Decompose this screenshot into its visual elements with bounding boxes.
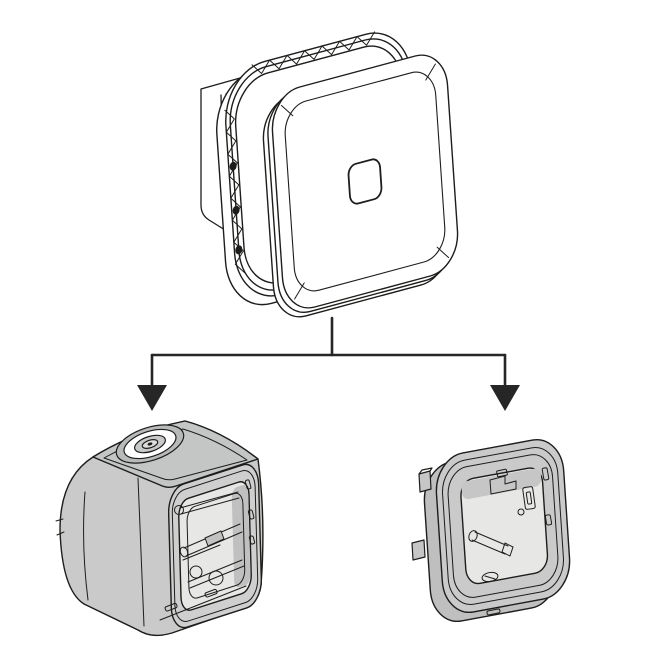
down-arrow-right: [490, 385, 520, 411]
surface-box-illustration: [56, 417, 263, 635]
frame-inner-details: [467, 468, 551, 616]
connector-lines: [137, 318, 520, 411]
frame-opening: [460, 466, 549, 586]
flush-frame-illustration: [412, 435, 572, 626]
assembled-device-illustration: [201, 23, 460, 324]
frame-clip-ladder: [222, 32, 388, 275]
box-front-rim: [168, 460, 262, 632]
frame-side-tabs: [412, 468, 432, 560]
plate-corner-bevels: [281, 64, 448, 299]
device-cover-plate: [261, 48, 461, 324]
frame-front-ring: [434, 435, 572, 617]
box-membrane-entry: [112, 417, 189, 470]
device-push-button: [348, 157, 382, 205]
box-cavity-details: [160, 480, 255, 620]
down-arrow-left: [137, 385, 167, 411]
box-left-face-seams: [56, 478, 144, 626]
